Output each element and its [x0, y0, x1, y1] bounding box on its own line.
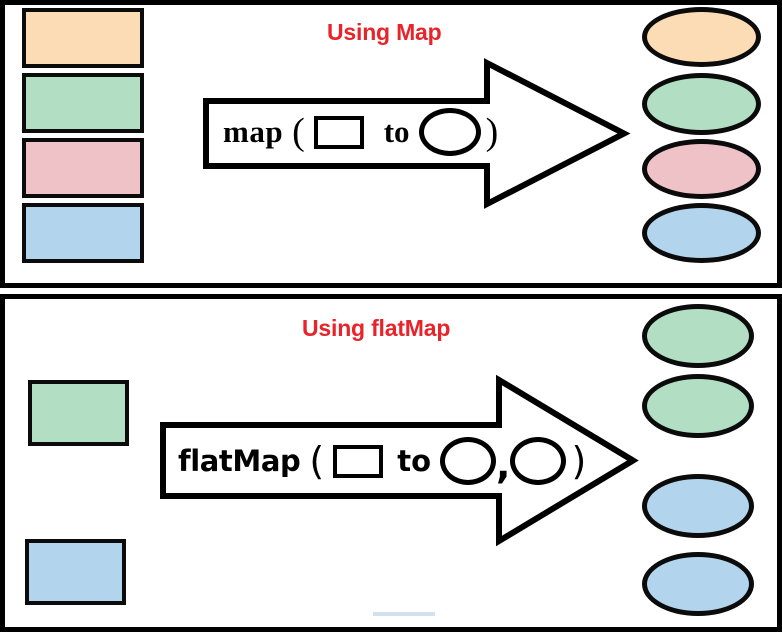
target-ellipse-blue-2: [642, 552, 754, 616]
flatmap-output-circle-icon-1: [440, 437, 497, 485]
flatmap-function-name: flatMap: [178, 444, 301, 478]
flatmap-separator-comma: ,: [496, 442, 511, 487]
target-ellipse-pink: [642, 139, 761, 199]
flatmap-open-paren: (: [309, 438, 325, 483]
source-rect-blue: [25, 539, 126, 605]
map-function-name: map: [223, 114, 284, 149]
source-rect-pink: [22, 138, 144, 198]
source-rect-mint: [28, 380, 129, 446]
panel-title-using-map: Using Map: [327, 19, 442, 45]
panel-using-map-inner: Using Map map ( to: [5, 5, 777, 283]
flatmap-expression: flatMap ( to , ): [178, 435, 586, 487]
panel-using-flatmap: Using flatMap flatMap ( to: [0, 294, 782, 632]
target-ellipse-mint-2: [642, 374, 754, 438]
target-ellipse-mint: [642, 73, 761, 135]
flatmap-arrow: [160, 374, 639, 547]
panel-using-flatmap-inner: Using flatMap flatMap ( to: [5, 299, 777, 627]
panel-title-using-flatmap: Using flatMap: [302, 315, 451, 341]
flatmap-input-square-icon: [333, 444, 384, 478]
target-ellipse-blue-1: [642, 474, 754, 538]
map-open-paren: (: [292, 110, 305, 153]
target-ellipse-blue: [642, 203, 761, 263]
source-rect-blue: [22, 203, 144, 263]
map-input-square-icon: [313, 115, 364, 149]
map-keyword-to: to: [383, 114, 410, 149]
scan-artifact-line: [373, 612, 435, 616]
source-rect-peach: [22, 8, 144, 68]
target-ellipse-mint-1: [642, 304, 754, 368]
map-close-paren: ): [485, 110, 499, 153]
flatmap-keyword-to: to: [397, 444, 432, 478]
flatmap-close-paren: ): [571, 438, 587, 483]
map-expression: map ( to ): [223, 107, 498, 157]
source-rect-mint: [22, 73, 144, 133]
target-ellipse-peach: [642, 7, 761, 67]
flatmap-output-circle-icon-2: [510, 437, 567, 485]
map-arrow: [203, 58, 631, 209]
map-output-circle-icon: [418, 108, 481, 156]
panel-using-map: Using Map map ( to: [0, 0, 782, 288]
